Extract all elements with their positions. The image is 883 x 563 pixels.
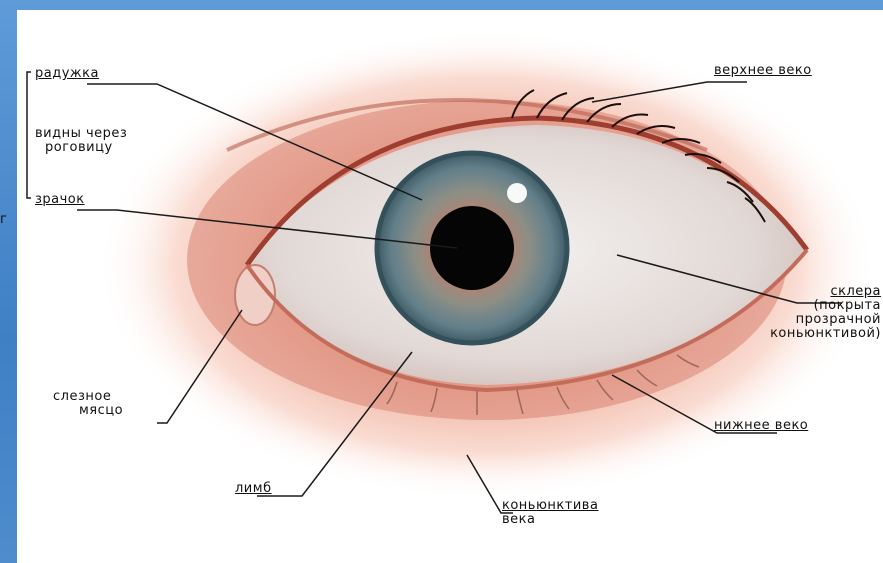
group-bracket — [27, 72, 31, 198]
label-tear-caruncle-1: слезное — [53, 390, 111, 404]
label-upper-eyelid: верхнее веко — [714, 64, 812, 78]
label-lower-eyelid: нижнее веко — [714, 419, 808, 433]
label-iris: радужка — [35, 67, 99, 81]
label-tear-caruncle-2: мясцо — [79, 404, 123, 418]
label-sclera-1: склера — [777, 285, 881, 299]
label-sclera-4: коньюнктивой) — [717, 327, 881, 341]
pupil — [430, 206, 514, 290]
label-visible-through-cornea-2: роговицу — [45, 141, 113, 155]
label-sclera-3: прозрачной — [757, 313, 881, 327]
label-eyelid-conjunctiva-2: века — [502, 513, 535, 527]
label-visible-through-cornea-1: видны через — [35, 127, 127, 141]
highlight — [507, 183, 527, 203]
label-eyelid-conjunctiva-1: коньюнктива — [502, 499, 598, 513]
eye-illustration — [17, 10, 883, 563]
frame-edge-mark: г — [0, 212, 7, 227]
eye-diagram-panel: радужка видны через роговицу зрачок верх… — [17, 10, 883, 563]
label-sclera-2: (покрыта — [777, 299, 881, 313]
label-pupil: зрачок — [35, 193, 85, 207]
label-limbus: лимб — [235, 482, 272, 496]
